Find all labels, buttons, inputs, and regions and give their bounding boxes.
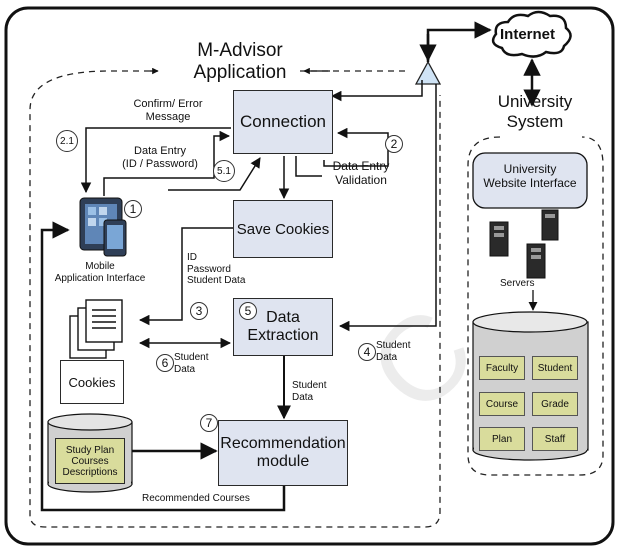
student-6-line1: Student <box>174 352 209 363</box>
confirm-line1: Confirm/ Error <box>133 98 203 110</box>
cookies-label: Cookies <box>68 374 116 390</box>
step-3: 3 <box>190 302 208 320</box>
mobile-label-line1: Mobile <box>85 261 115 272</box>
router-triangle <box>414 60 442 85</box>
connection-box: Connection <box>233 90 333 154</box>
university-website-label: University Website Interface <box>473 162 587 191</box>
data-entry-line1: Data Entry <box>134 145 186 157</box>
db-cell-staff: Staff <box>532 427 578 451</box>
recommendation-line2: module <box>256 453 310 470</box>
student-6-line2: Data <box>174 363 196 375</box>
study-plan-line3: Descriptions <box>62 466 118 478</box>
university-website-line2: Website Interface <box>483 175 577 190</box>
internet-cloud <box>491 10 572 58</box>
student-data-4-label: Student Data <box>376 340 410 363</box>
step-1: 1 <box>124 200 142 218</box>
mobile-label: Mobile Application Interface <box>40 261 160 284</box>
validation-label: Data Entry Validation <box>320 159 402 188</box>
study-plan-box: Study Plan Courses Descriptions <box>55 438 125 484</box>
student-data-label: Student Data <box>187 275 246 286</box>
recommended-courses-label: Recommended Courses <box>142 493 250 504</box>
student-data-6-label: Student Data <box>174 352 208 375</box>
confirm-error-label: Confirm/ Error Message <box>120 98 216 123</box>
recommendation-box: Recommendation module <box>218 420 348 486</box>
university-title-line2: System <box>506 111 564 131</box>
cookies-box: Cookies <box>60 360 124 404</box>
app-title: M-Advisor Application <box>180 40 300 84</box>
save-cookies-label: Save Cookies <box>236 220 330 238</box>
id-password-label: ID Password Student Data <box>187 252 245 287</box>
internet-label: Internet <box>500 26 556 43</box>
password-label: Password <box>187 263 231 275</box>
db-cell-plan: Plan <box>479 427 525 451</box>
step-5-1: 5.1 <box>213 160 235 182</box>
app-container <box>29 70 441 528</box>
servers-icon <box>489 209 559 279</box>
mobile-device-icon <box>79 197 127 257</box>
university-website-line1: University <box>503 162 557 176</box>
university-container <box>467 136 604 476</box>
study-plan-line2: Courses <box>71 455 109 467</box>
student-4-line1: Student <box>376 340 411 351</box>
save-cookies-box: Save Cookies <box>233 200 333 258</box>
university-title: University System <box>490 92 580 131</box>
connection-label: Connection <box>239 112 326 131</box>
university-website-box <box>472 152 588 209</box>
validation-line1: Data Entry <box>332 159 390 173</box>
university-title-line1: University <box>497 92 573 111</box>
db-cell-grade: Grade <box>532 392 578 416</box>
data-extraction-line1: Data <box>266 309 300 326</box>
mobile-label-line2: Application Interface <box>54 272 146 284</box>
db-cell-faculty: Faculty <box>479 356 525 380</box>
servers-label: Servers <box>500 278 535 289</box>
data-extraction-box: Data Extraction <box>233 298 333 356</box>
step-5: 5 <box>239 302 257 320</box>
recommendation-line1: Recommendation <box>220 435 346 452</box>
db-cell-course: Course <box>479 392 525 416</box>
cookies-document-icon <box>69 299 123 359</box>
db-cell-student: Student <box>532 356 578 380</box>
step-4: 4 <box>358 343 376 361</box>
study-plan-line1: Study Plan <box>65 444 115 456</box>
student-mid-line1: Student <box>292 380 327 391</box>
student-mid-line2: Data <box>292 391 314 403</box>
step-2: 2 <box>385 135 403 153</box>
data-extraction-line2: Extraction <box>247 327 319 344</box>
app-title-line2: Application <box>193 61 287 83</box>
student-data-mid-label: Student Data <box>292 380 326 403</box>
outer-frame <box>4 6 615 546</box>
app-title-line1: M-Advisor <box>197 40 283 61</box>
confirm-line2: Message <box>145 110 191 123</box>
validation-line2: Validation <box>335 172 387 187</box>
step-6: 6 <box>156 354 174 372</box>
step-2-1: 2.1 <box>56 130 78 152</box>
student-4-line2: Data <box>376 351 398 363</box>
data-entry-line2: (ID / Password) <box>122 157 198 170</box>
id-label: ID <box>187 252 197 263</box>
data-entry-label: Data Entry (ID / Password) <box>112 145 208 170</box>
step-7: 7 <box>200 414 218 432</box>
